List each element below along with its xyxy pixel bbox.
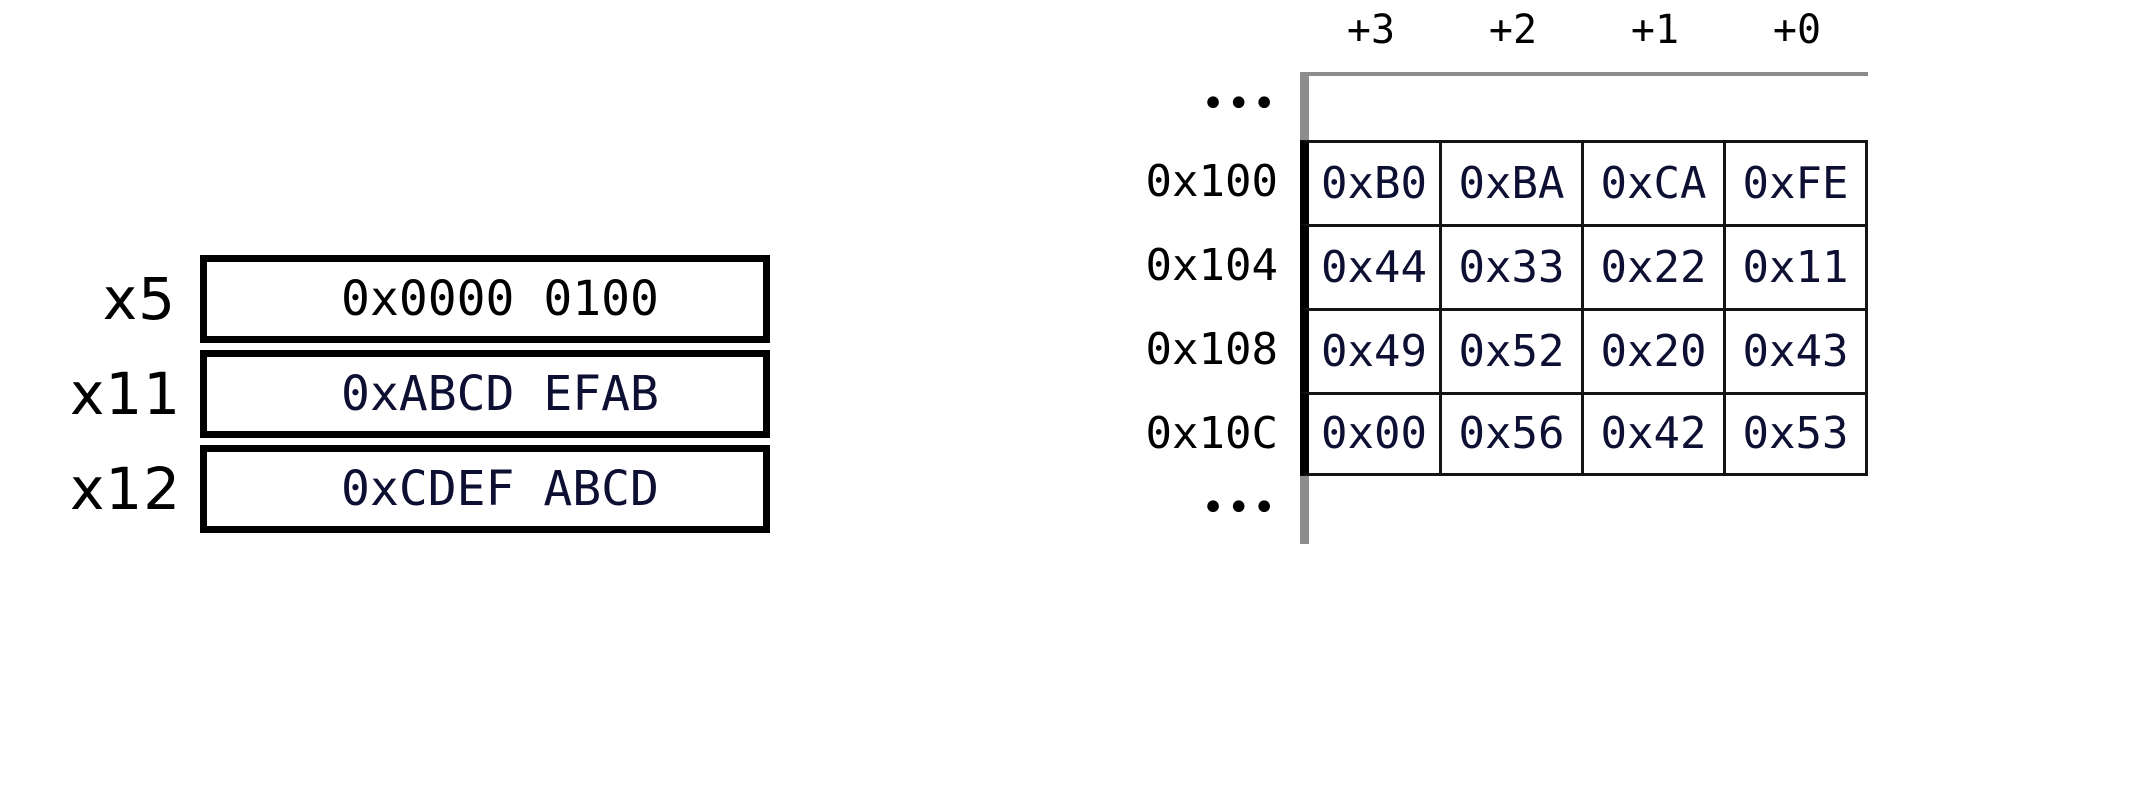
memory-column-header-plus2: +2 [1488, 7, 1538, 53]
memory-address-label: 0x104 [1145, 240, 1278, 291]
memory-cell[interactable]: 0x11 [1726, 224, 1868, 308]
register-row: x12 0xCDEF ABCD [70, 445, 770, 533]
register-row: x5 0x0000 0100 [70, 255, 770, 343]
memory-cell[interactable]: 0xCA [1584, 140, 1726, 224]
register-file: x5 0x0000 0100 x11 0xABCD EFAB x12 0xCDE… [70, 255, 770, 533]
memory-cell[interactable]: 0x49 [1300, 308, 1442, 392]
memory-cell[interactable]: 0x53 [1726, 392, 1868, 476]
register-box-x12[interactable]: 0xCDEF ABCD [200, 445, 770, 533]
memory-cell[interactable]: 0x20 [1584, 308, 1726, 392]
memory-cell[interactable]: 0x43 [1726, 308, 1868, 392]
memory-gap-cell [1726, 476, 1868, 544]
memory-cell[interactable]: 0xFE [1726, 140, 1868, 224]
memory-header-spacer [1130, 10, 1300, 72]
register-row: x11 0xABCD EFAB [70, 350, 770, 438]
memory-gap-cell [1442, 476, 1584, 544]
memory-ellipsis-top: ••• [1201, 81, 1278, 127]
memory-cell[interactable]: 0xBA [1442, 140, 1584, 224]
register-label-x12: x12 [70, 455, 182, 523]
memory-gap-cell [1584, 72, 1726, 140]
register-box-x5[interactable]: 0x0000 0100 [200, 255, 770, 343]
memory-cell[interactable]: 0x00 [1300, 392, 1442, 476]
memory-cell[interactable]: 0x44 [1300, 224, 1442, 308]
memory-gap-cell [1300, 72, 1442, 140]
memory-column-header-plus3: +3 [1346, 7, 1396, 53]
register-value-x12: 0xCDEF ABCD [341, 461, 659, 517]
memory-gap-cell [1584, 476, 1726, 544]
memory-cell[interactable]: 0x56 [1442, 392, 1584, 476]
memory-cell[interactable]: 0x22 [1584, 224, 1726, 308]
register-label-x5: x5 [102, 265, 176, 333]
memory-ellipsis-bottom: ••• [1201, 485, 1278, 531]
memory-cell[interactable]: 0x52 [1442, 308, 1584, 392]
memory-address-label: 0x100 [1145, 156, 1278, 207]
memory-column-header-plus0: +0 [1772, 7, 1822, 53]
memory-gap-cell [1300, 476, 1442, 544]
memory-address-label: 0x10C [1145, 408, 1278, 459]
memory-table: +3 +2 +1 +0 ••• 0x100 0xB0 0xBA 0xCA 0xF… [1130, 10, 1868, 544]
memory-cell[interactable]: 0xB0 [1300, 140, 1442, 224]
register-box-x11[interactable]: 0xABCD EFAB [200, 350, 770, 438]
memory-grid: +3 +2 +1 +0 ••• 0x100 0xB0 0xBA 0xCA 0xF… [1130, 10, 1868, 544]
register-value-x11: 0xABCD EFAB [341, 366, 659, 422]
memory-address-label: 0x108 [1145, 324, 1278, 375]
register-value-x5: 0x0000 0100 [341, 271, 659, 327]
memory-column-header-plus1: +1 [1630, 7, 1680, 53]
memory-gap-cell [1726, 72, 1868, 140]
register-label-x11: x11 [70, 360, 182, 428]
memory-gap-cell [1442, 72, 1584, 140]
memory-cell[interactable]: 0x42 [1584, 392, 1726, 476]
memory-cell[interactable]: 0x33 [1442, 224, 1584, 308]
